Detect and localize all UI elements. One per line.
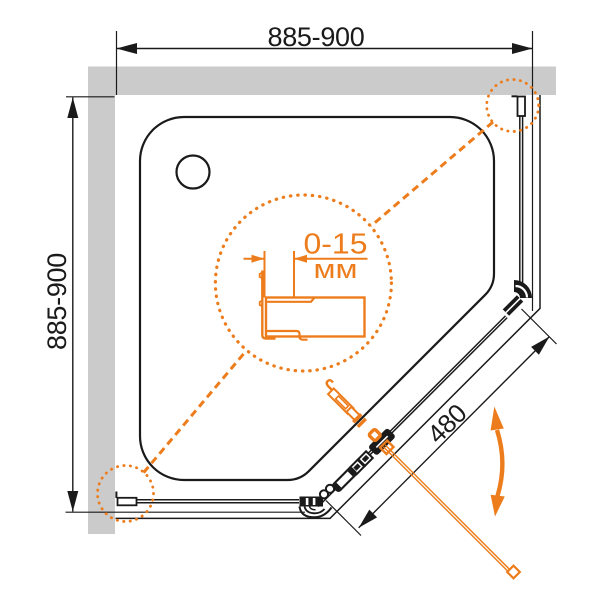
svg-text:885-900: 885-900 bbox=[42, 253, 72, 350]
svg-text:мм: мм bbox=[314, 254, 358, 284]
svg-text:0-15: 0-15 bbox=[304, 229, 368, 261]
svg-text:885-900: 885-900 bbox=[268, 22, 365, 52]
